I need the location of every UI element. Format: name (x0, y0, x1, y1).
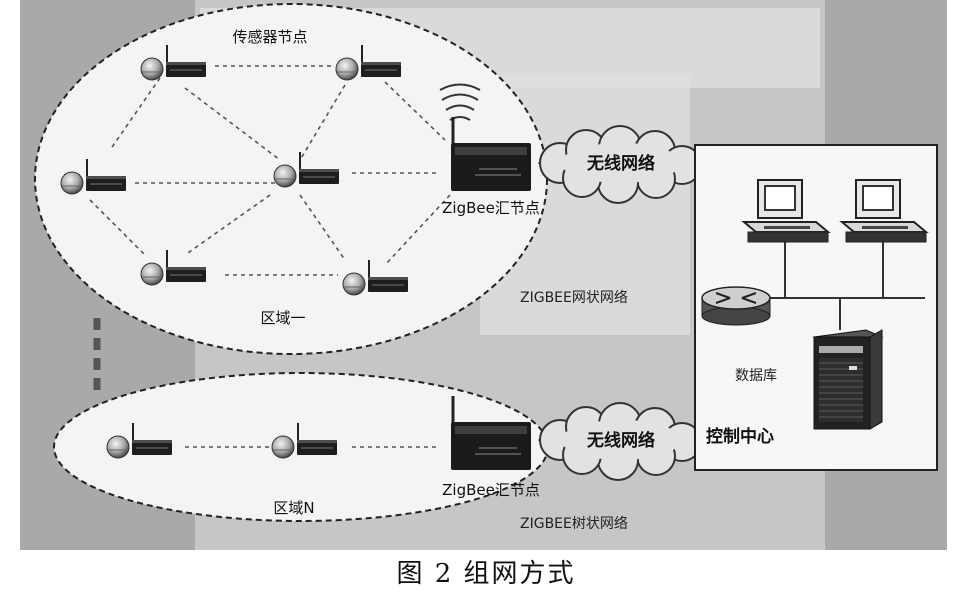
figure-caption: 图 2 组网方式 (396, 559, 576, 589)
tree-network-label: ZIGBEE树状网络 (520, 516, 628, 532)
database-server-icon (812, 329, 884, 430)
region1-sink-label: ZigBee汇节点 (442, 199, 540, 217)
control-center-title: 控制中心 (706, 426, 774, 447)
router-icon (701, 286, 771, 326)
region1-cloud-label: 无线网络 (586, 153, 655, 174)
region1-label: 区域一 (260, 309, 305, 327)
lan-links (745, 242, 925, 330)
database-label: 数据库 (735, 368, 777, 384)
cloud-fill-overlay (561, 420, 681, 460)
regionN-sink-label: ZigBee汇节点 (442, 481, 540, 499)
sensor-node-header: 传感器节点 (232, 28, 307, 46)
mesh-network-label: ZIGBEE网状网络 (520, 290, 628, 306)
regionN-cloud-label: 无线网络 (586, 430, 655, 451)
region1-mesh-links (89, 65, 451, 276)
cloud-fill-overlay (561, 143, 681, 183)
regionN-label: 区域N (273, 499, 314, 517)
